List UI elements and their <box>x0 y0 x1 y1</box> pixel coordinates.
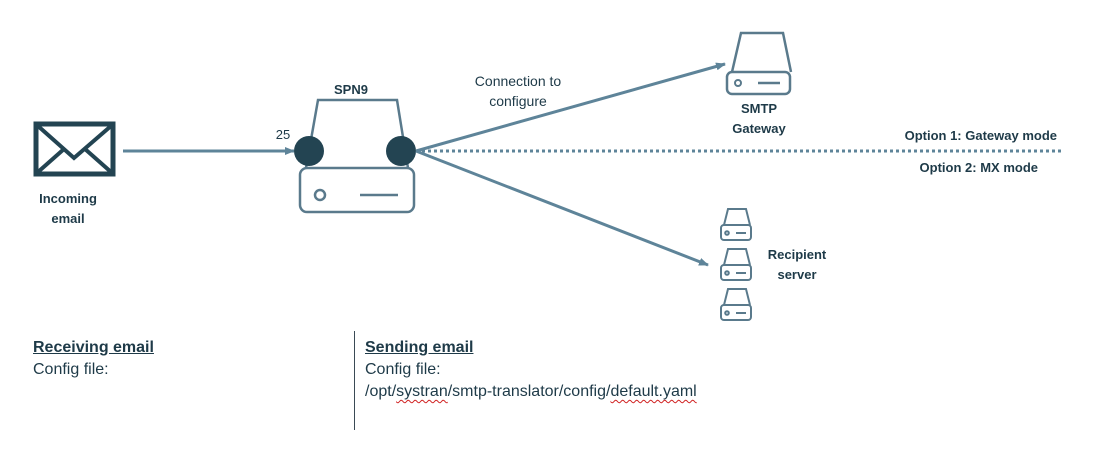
path-prefix: /opt/ <box>365 383 397 400</box>
connection-label-line2: configure <box>489 93 547 109</box>
recipient-label-line2: server <box>777 267 816 282</box>
sending-config-label: Config file: <box>365 361 441 378</box>
recipient-server-icon <box>720 208 752 321</box>
smtp-label-line2: Gateway <box>732 121 786 136</box>
spn9-server-icon <box>294 98 416 214</box>
incoming-email-label-line2: email <box>51 211 84 226</box>
sending-email-section: Sending email Config file: /opt/systran/… <box>365 337 697 403</box>
envelope-icon <box>33 121 116 177</box>
receiving-config-label: Config file: <box>33 361 109 378</box>
arrow-spn9-to-recipient <box>415 149 709 267</box>
arrow-spn9-to-smtp <box>415 62 726 153</box>
spn9-label: SPN9 <box>334 82 368 97</box>
option2-label: Option 2: MX mode <box>920 160 1038 175</box>
receiving-email-heading: Receiving email <box>33 339 154 356</box>
connection-label-line1: Connection to <box>475 73 562 89</box>
smtp-gateway-server-icon <box>725 31 793 96</box>
recipient-label-line1: Recipient <box>768 247 827 262</box>
port-label: 25 <box>276 127 290 142</box>
sending-email-heading: Sending email <box>365 339 474 356</box>
option1-label: Option 1: Gateway mode <box>905 128 1057 143</box>
section-divider <box>354 331 355 430</box>
receiving-email-section: Receiving email Config file: <box>33 337 154 381</box>
path-file: default.yaml <box>610 383 697 400</box>
smtp-label-line1: SMTP <box>741 101 777 116</box>
path-middle: /smtp-translator/config/ <box>447 383 611 400</box>
incoming-email-label-line1: Incoming <box>39 191 97 206</box>
path-systran: systran <box>396 383 448 400</box>
sending-config-path: /opt/systran/smtp-translator/config/defa… <box>365 381 697 403</box>
